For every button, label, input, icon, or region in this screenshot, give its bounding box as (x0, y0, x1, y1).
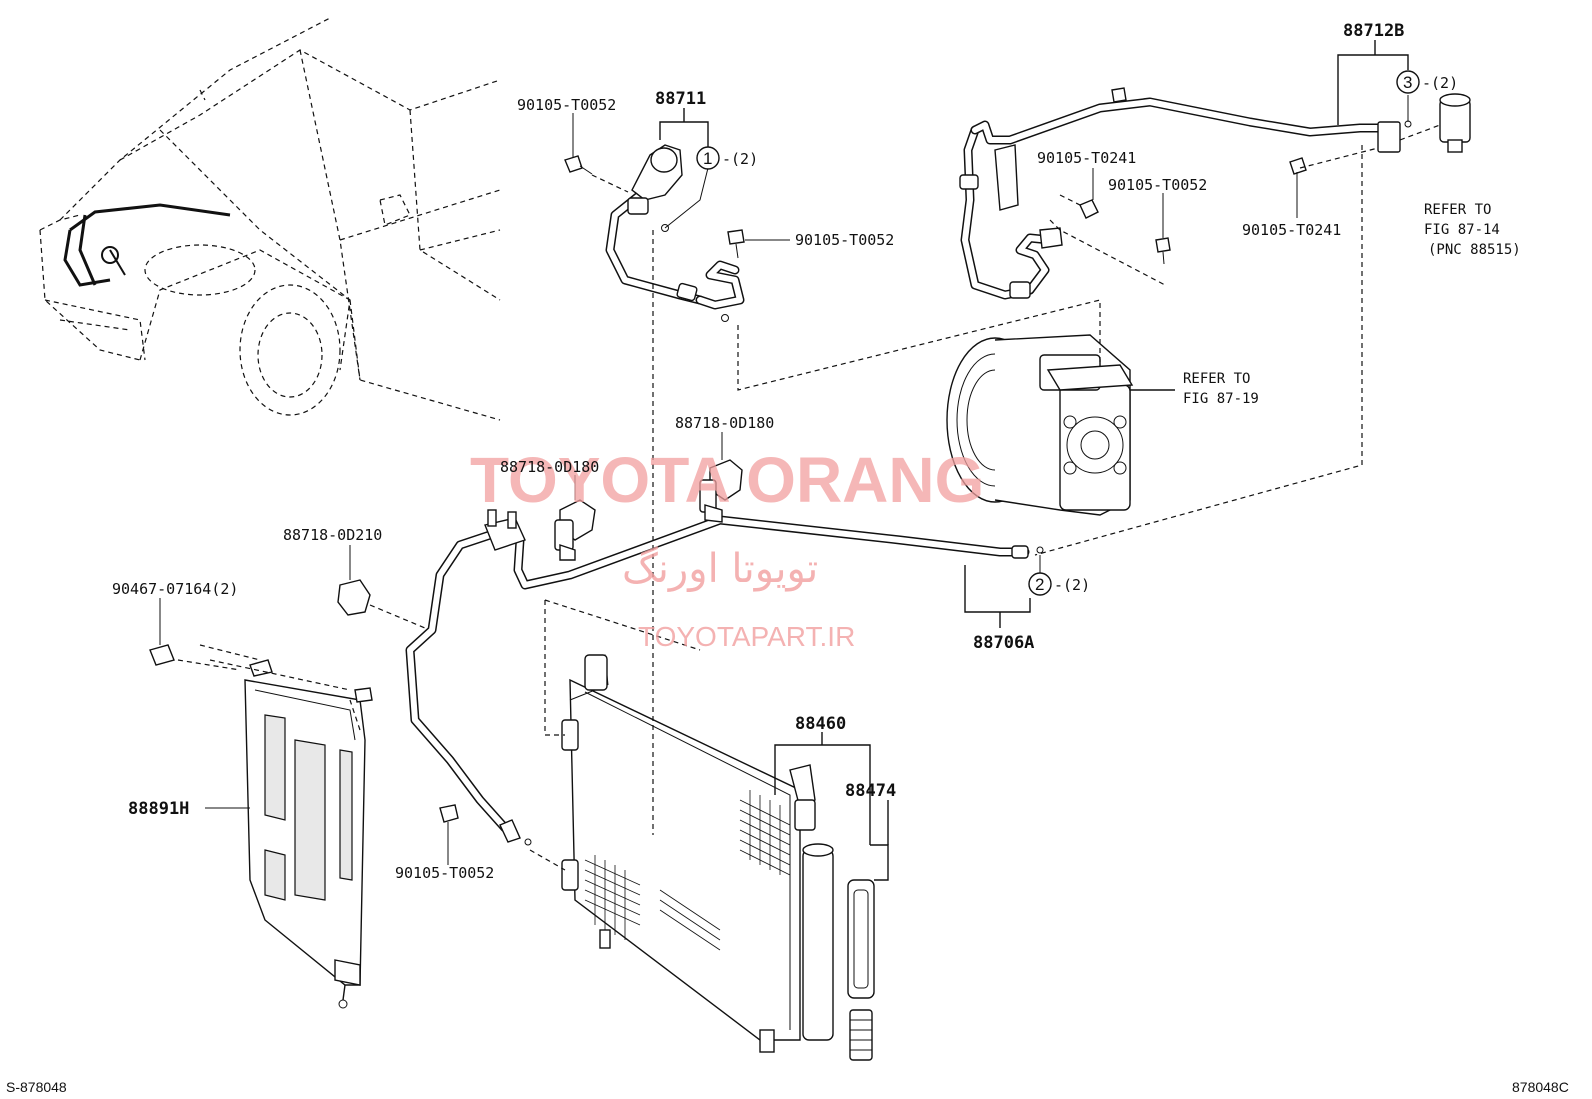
clip-90467-07164 (149, 644, 351, 691)
label-88718-0D180-a: 88718-0D180 (500, 458, 599, 476)
callout-3: 3 -(2) (1396, 70, 1458, 94)
label-90105-T0052-right: 90105-T0052 (1108, 176, 1207, 194)
ref-87-19-line2: FIG 87-19 (1183, 391, 1259, 407)
bolt-90105-T0241-b (1289, 157, 1307, 175)
label-88712B: 88712B (1343, 21, 1404, 41)
vehicle-locator-illustration (39, 17, 501, 421)
clamp-88718-0D180-a (554, 499, 596, 561)
discharge-tube-long (405, 509, 532, 846)
label-88891H: 88891H (128, 799, 189, 819)
watermark-persian: تویوتا اورنگ (622, 546, 818, 592)
reference-fig-87-14: REFER TO FIG 87-14 (PNC 88515) (1424, 202, 1521, 258)
callout-2: 2 -(2) (1028, 555, 1090, 596)
callout-3-qty: -(2) (1422, 74, 1458, 92)
discharge-hose-88711 (605, 144, 745, 322)
footer-right-code: 878048C (1512, 1079, 1569, 1095)
reference-fig-87-19: REFER TO FIG 87-19 (1183, 371, 1259, 407)
condenser-88460 (561, 654, 834, 1053)
watermark-url: TOYOTAPART.IR (638, 621, 855, 652)
label-88706A: 88706A (973, 633, 1034, 653)
label-88718-0D180-b: 88718-0D180 (675, 414, 774, 432)
part-number-labels: 88712B 88711 90105-T0052 90105-T0052 901… (112, 21, 1404, 882)
suction-hose-88712B (959, 97, 1412, 300)
dashed-connection-lines (349, 145, 1363, 871)
watermark-brand: TOYOTA ORANG (470, 444, 984, 516)
liquid-tube-88706A (513, 515, 1044, 590)
desiccant-88474 (847, 879, 875, 1061)
label-90105-T0241-a: 90105-T0241 (1037, 149, 1136, 167)
bolt-90105-T0052-mid (727, 229, 745, 259)
label-90105-T0052-top: 90105-T0052 (517, 96, 616, 114)
label-90105-T0052-bottom: 90105-T0052 (395, 864, 494, 882)
ref-87-19-line1: REFER TO (1183, 371, 1250, 387)
ref-87-14-line1: REFER TO (1424, 202, 1491, 218)
callout-2-number: 2 (1035, 575, 1044, 594)
label-88718-0D210: 88718-0D210 (283, 526, 382, 544)
ref-87-14-line2: FIG 87-14 (1424, 222, 1500, 238)
bolt-top-suction (1111, 87, 1127, 103)
label-88711: 88711 (655, 89, 706, 109)
label-leader-lines (159, 40, 1409, 881)
footer-left-code: S-878048 (6, 1079, 67, 1095)
ac-compressor (946, 334, 1175, 516)
label-90105-T0241-b: 90105-T0241 (1242, 221, 1341, 239)
label-88474: 88474 (845, 781, 896, 801)
callout-1: 1 -(2) (696, 146, 758, 170)
clamp-88718-0D210 (337, 579, 426, 629)
label-88460: 88460 (795, 714, 846, 734)
cover-88891H (244, 659, 373, 1009)
bolt-90105-T0052-right (1155, 237, 1171, 265)
callout-1-number: 1 (703, 149, 712, 168)
label-90105-T0052-mid: 90105-T0052 (795, 231, 894, 249)
callout-3-number: 3 (1403, 73, 1412, 92)
clamp-88718-0D180-b (699, 459, 743, 523)
bolt-90105-T0052-bottom (439, 804, 459, 823)
bolt-90105-T0052-top (564, 155, 629, 193)
expansion-valve-88515 (1299, 93, 1471, 169)
callout-1-qty: -(2) (722, 150, 758, 168)
bolt-90105-T0241-a (1059, 194, 1099, 219)
callout-2-qty: -(2) (1054, 576, 1090, 594)
watermark: TOYOTA ORANG تویوتا اورنگ TOYOTAPART.IR (470, 444, 984, 652)
label-90467-07164: 90467-07164(2) (112, 580, 238, 598)
ref-87-14-line3: (PNC 88515) (1428, 242, 1521, 258)
condenser-fins (584, 790, 791, 951)
